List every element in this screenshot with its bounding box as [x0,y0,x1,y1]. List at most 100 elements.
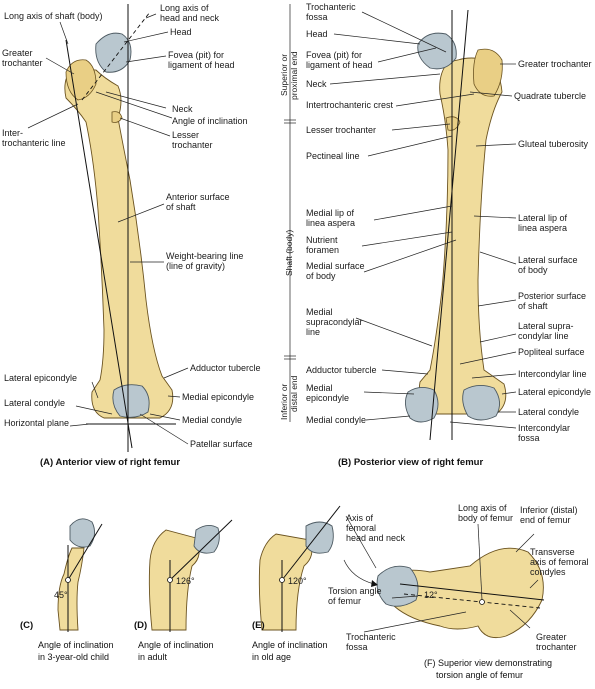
label-torsion-f-1: Torsion angle [328,586,382,596]
label-intertroch-line-1: Inter- [2,128,23,138]
label-quadrate-tubercle: Quadrate tubercle [514,91,586,101]
label-long-axis-head-2: head and neck [160,13,220,23]
side-label-superior-1: Superior or [279,54,289,96]
caption-e-2: in old age [252,652,291,662]
label-greater-trochanter-a-2: trochanter [2,58,43,68]
label-patellar-surface: Patellar surface [190,439,253,449]
label-transverse-f-3: condyles [530,567,566,577]
label-axis-head-f-2: femoral [346,523,376,533]
label-fovea-b-1: Fovea (pit) for [306,50,362,60]
side-label-inferior-1: Inferior or [279,383,289,420]
label-posterior-surface-1: Posterior surface [518,291,586,301]
label-neck-b: Neck [306,79,327,89]
long-axis-head-line-a [81,11,151,101]
label-lateral-lip-2: linea aspera [518,223,567,233]
label-medial-surface-1: Medial surface [306,261,365,271]
label-weight-bearing-1: Weight-bearing line [166,251,243,261]
label-medial-surface-2: of body [306,271,336,281]
label-transverse-f-1: Transverse [530,547,575,557]
femur-a-lesser-trochanter [111,111,123,123]
label-medial-supracondylar-1: Medial [306,307,333,317]
femur-a-greater-trochanter [65,59,97,101]
label-troch-fossa-f-2: fossa [346,642,368,652]
label-fovea-a-1: Fovea (pit) for [168,50,224,60]
axis-d-neck [169,519,233,581]
label-angle-inclination-a: Angle of inclination [172,116,248,126]
label-lateral-surface-2: of body [518,265,548,275]
femur-a-patellar-surface [112,384,150,418]
label-medial-condyle-b: Medial condyle [306,415,366,425]
label-medial-supracondylar-3: line [306,327,320,337]
femur-d-head [193,525,220,554]
neck-axis-f [399,583,545,601]
label-transverse-f-2: axis of femoral [530,557,589,567]
label-axis-head-f-1: Axis of [346,513,374,523]
label-head-b: Head [306,29,328,39]
side-label-inferior-2: distal end [289,375,299,412]
caption-f-1: (F) Superior view demonstrating [424,658,552,668]
panel-letter-d: (D) [134,620,147,631]
label-medial-epicondyle-a: Medial epicondyle [182,392,254,402]
label-troch-fossa-f-1: Trochanteric [346,632,396,642]
panel-letter-e: (E) [252,620,265,631]
label-lateral-condyle-b: Lateral condyle [518,407,579,417]
femur-c-head [69,518,95,548]
axis-e-neck [281,505,341,581]
long-axis-shaft-line-a [65,39,133,449]
label-intercondylar-fossa-2: fossa [518,433,540,443]
label-horizontal-plane: Horizontal plane [4,418,69,428]
label-lateral-supracondylar-1: Lateral supra- [518,321,574,331]
side-label-shaft: Shaft (body) [284,230,294,276]
panel-a-anterior-view: Long axis of shaft (body) Long axis of h… [2,3,261,468]
side-label-superior-2: proximal end [289,51,299,100]
label-lesser-trochanter-a-1: Lesser [172,130,199,140]
panel-d-adult: 126° Angle of inclination in adult (D) [134,519,233,662]
label-long-axis-body-f-2: body of femur [458,513,513,523]
caption-panel-b: (B) Posterior view of right femur [338,457,483,468]
label-lateral-condyle-a: Lateral condyle [4,398,65,408]
caption-e-1: Angle of inclination [252,640,328,650]
axis-c-neck [67,523,103,581]
femur-e-head [305,521,334,554]
label-anterior-surface-1: Anterior surface [166,192,230,202]
panel-b-posterior-view: Superior or proximal end Shaft (body) In… [279,2,592,468]
label-torsion-f-2: of femur [328,596,361,606]
label-intertroch-line-2: trochanteric line [2,138,66,148]
label-medial-lip-2: linea aspera [306,218,355,228]
caption-f-2: torsion angle of femur [436,670,523,680]
angle-c: 45° [54,590,68,600]
femur-a-head [95,32,132,73]
label-medial-lip-1: Medial lip of [306,208,355,218]
torsion-arrow-f [343,559,375,585]
label-lesser-trochanter-b: Lesser trochanter [306,125,376,135]
label-trochanteric-fossa-b-1: Trochanteric [306,2,356,12]
caption-c-2: in 3-year-old child [38,652,109,662]
label-intercondylar-fossa-1: Intercondylar [518,423,570,433]
label-greater-troch-f-1: Greater [536,632,567,642]
label-medial-condyle-a: Medial condyle [182,415,242,425]
femur-f-head [376,565,419,607]
label-gluteal-tuberosity: Gluteal tuberosity [518,139,589,149]
label-head-a: Head [170,27,192,37]
label-intertroch-crest: Intertrochanteric crest [306,100,394,110]
femur-f-body [382,547,544,639]
panel-f-superior-view: 12° Axis of femoral head and neck Long a… [328,503,589,680]
caption-c-1: Angle of inclination [38,640,114,650]
label-long-axis-head-1: Long axis of [160,3,209,13]
label-long-axis-body-f-1: Long axis of [458,503,507,513]
label-trochanteric-fossa-b-2: fossa [306,12,328,22]
femur-b-medial-condyle [405,387,439,423]
femur-b-lateral-condyle [462,385,500,421]
label-greater-troch-f-2: trochanter [536,642,577,652]
label-nutrient-foramen-2: foramen [306,245,339,255]
label-inferior-end-f-1: Inferior (distal) [520,505,578,515]
label-neck-a: Neck [172,104,193,114]
angle-e: 120° [288,576,307,586]
label-long-axis-shaft: Long axis of shaft (body) [4,11,103,21]
label-medial-epicondyle-b-2: epicondyle [306,393,349,403]
femur-b-shaft [418,57,507,415]
label-lateral-lip-1: Lateral lip of [518,213,568,223]
label-adductor-tubercle-b: Adductor tubercle [306,365,377,375]
label-lesser-trochanter-a-2: trochanter [172,140,213,150]
label-intercondylar-line: Intercondylar line [518,369,587,379]
